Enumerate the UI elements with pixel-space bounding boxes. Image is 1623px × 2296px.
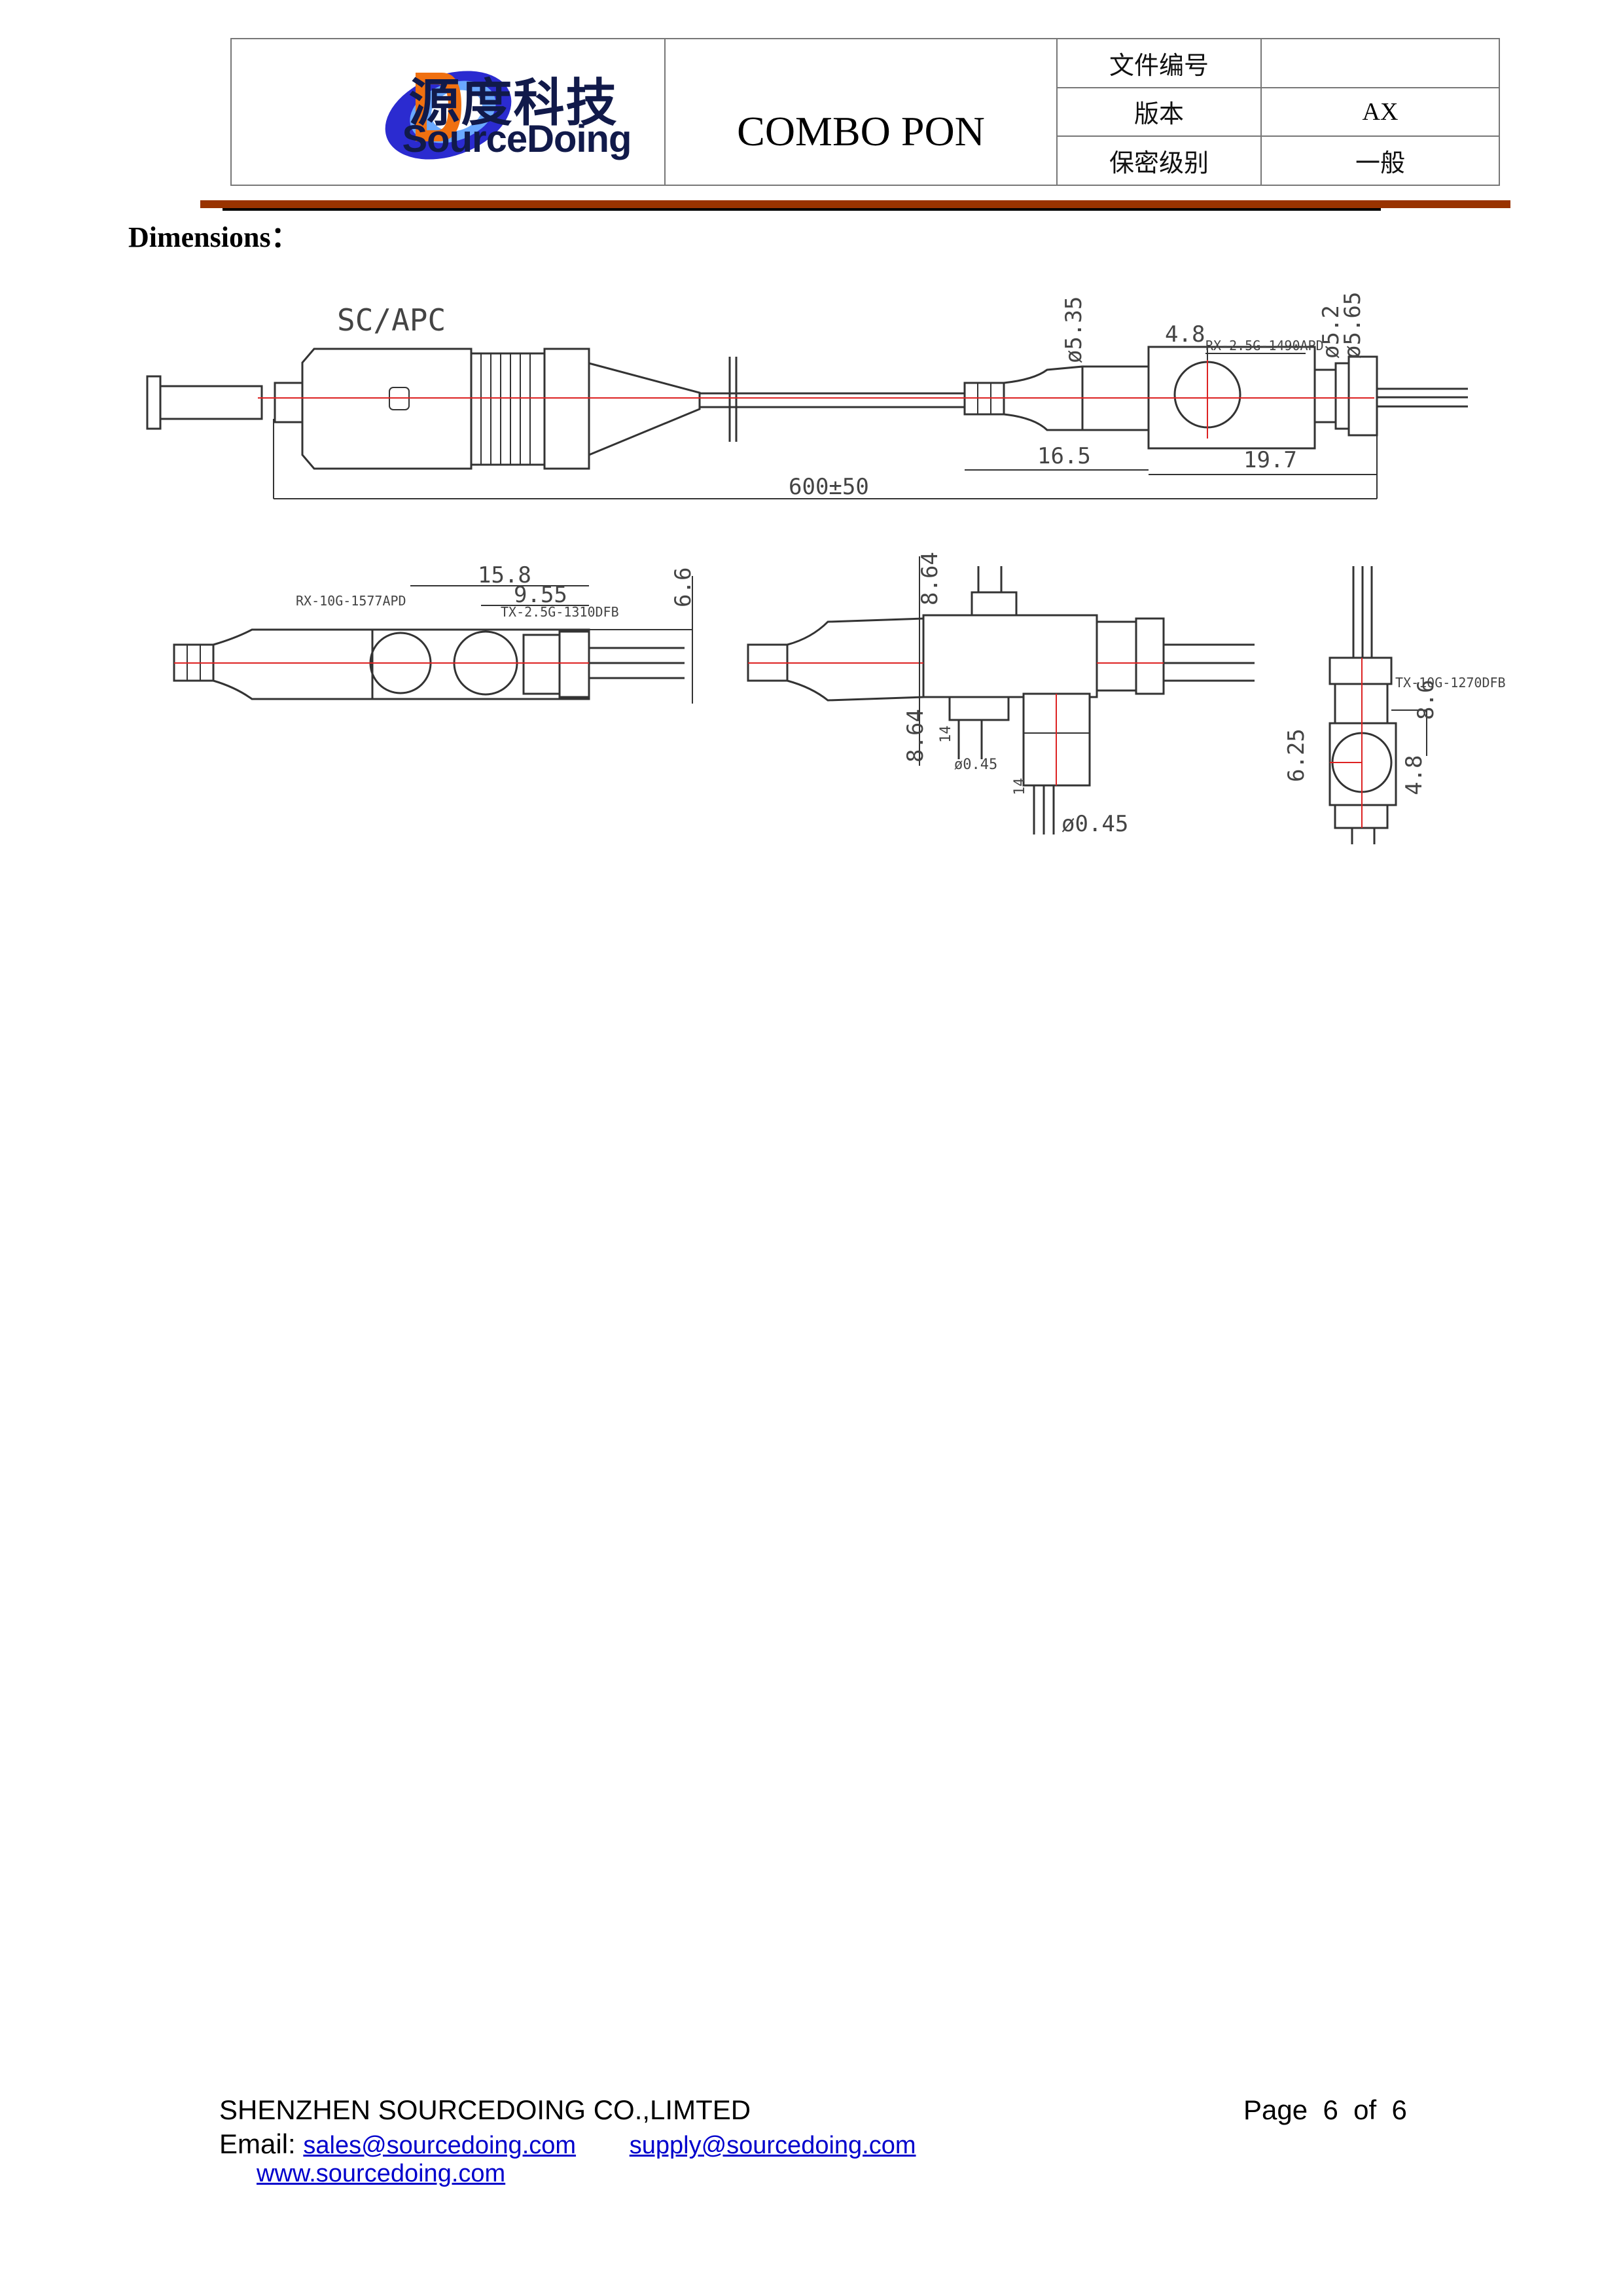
sc-thread [470, 352, 546, 466]
section-title: Dimensions： [128, 221, 300, 253]
current-page: 6 [1323, 2094, 1338, 2125]
drawing-line [1096, 620, 1137, 692]
document-header-table: 源度科技 SourceDoing COMBO PON 文件编号 版本 AX 保密… [230, 38, 1500, 186]
dim-4-8: 4.8 [1401, 755, 1427, 795]
dim-14-b: 14 [1012, 778, 1028, 796]
connector-label: SC/APC [337, 302, 446, 338]
company-logo: 源度科技 SourceDoing [265, 60, 632, 164]
email-supply-link[interactable]: supply@sourcedoing.com [629, 2132, 916, 2159]
flange-ring [1135, 617, 1165, 695]
tx-1270-label: TX-10G-1270DFB [1395, 675, 1506, 691]
ferrule-cap [146, 375, 162, 430]
website-link[interactable]: www.sourcedoing.com [257, 2160, 506, 2187]
total-pages: 6 [1391, 2094, 1407, 2125]
ferrule-tip [274, 382, 306, 423]
footer-website-line: www.sourcedoing.com [257, 2160, 505, 2188]
flange-ring [558, 630, 590, 698]
field-value-doc-number [1260, 38, 1500, 88]
field-label-doc-number: 文件编号 [1056, 38, 1262, 88]
rx-1490-label: RX-2.5G-1490APD [1205, 338, 1324, 353]
dim-total-length: 600±50 [789, 474, 869, 500]
dim-9-55: 9.55 [514, 582, 567, 608]
rx-1577-label: RX-10G-1577APD [296, 593, 406, 609]
dim-d045-b: ø0.45 [1061, 811, 1128, 837]
drawing-line [522, 634, 561, 695]
dim-15-8: 15.8 [478, 562, 531, 588]
dim-8-6: 8.6 [1413, 680, 1439, 720]
dim-8-64-bottom: 8.64 [902, 709, 929, 762]
ferrule-dust-cap [159, 385, 263, 420]
dim-6-6: 6.6 [670, 567, 696, 607]
logo-chinese-text: 源度科技 [408, 74, 618, 133]
field-label-confidentiality: 保密级别 [1056, 135, 1262, 186]
flange-ring [1347, 355, 1378, 437]
drawing-top-assembly: SC/APC ø5.35 4.8 RX-2.5G-1490APD ø5.2 ø5… [146, 292, 1468, 500]
document-title: COMBO PON [664, 38, 1058, 186]
drawing-top-view: 8.64 8.64 14 ø0.45 14 ø0.45 [747, 552, 1255, 837]
thread-lines [480, 353, 531, 465]
footer-email-line: Email: sales@sourcedoing.com supply@sour… [219, 2128, 916, 2160]
dim-d52: ø5.2 [1318, 305, 1344, 359]
sc-rear-body [543, 348, 590, 470]
drawing-line [1313, 368, 1337, 423]
logo-english-text: SourceDoing [402, 118, 632, 160]
triplexer-body [922, 614, 1098, 698]
email-label: Email: [219, 2128, 296, 2159]
field-value-confidentiality: 一般 [1260, 135, 1500, 186]
footer-company: SHENZHEN SOURCEDOING CO.,LIMTED [219, 2094, 751, 2125]
dim-16-5: 16.5 [1037, 443, 1091, 469]
drawing-line [415, 73, 461, 141]
dim-d565: ø5.65 [1340, 292, 1366, 359]
dim-d045-a: ø0.45 [954, 757, 997, 773]
dim-14-a: 14 [938, 726, 954, 744]
field-label-version: 版本 [1056, 86, 1262, 137]
dim-6-25: 6.25 [1283, 728, 1310, 782]
drawing-line [1334, 362, 1350, 430]
page-label: Page [1243, 2094, 1308, 2125]
dimension-drawings: SC/APC ø5.35 4.8 RX-2.5G-1490APD ø5.2 ø5… [146, 292, 1506, 844]
dim-19-7: 19.7 [1243, 447, 1297, 473]
header-divider-black [223, 208, 1381, 211]
dim-d535: ø5.35 [1061, 296, 1087, 363]
email-sales-link[interactable]: sales@sourcedoing.com [303, 2132, 577, 2159]
logo-mark-icon [385, 71, 511, 160]
dim-4-8: 4.8 [1165, 321, 1205, 348]
field-value-version: AX [1260, 86, 1500, 137]
bottom-left-stub [948, 696, 1010, 721]
logo-cell: 源度科技 SourceDoing [230, 38, 666, 186]
dim-8-64-top: 8.64 [917, 552, 943, 605]
pigtail-boot [786, 617, 925, 702]
drawing-side-view: 15.8 9.55 RX-10G-1577APD TX-2.5G-1310DFB… [173, 562, 696, 704]
sc-boot-cone [588, 362, 701, 457]
tx-cap [1329, 656, 1393, 685]
of-label: of [1353, 2094, 1377, 2125]
header-divider-red [200, 200, 1510, 208]
drawing-end-view: TX-10G-1270DFB 8.6 6.25 4.8 [1283, 566, 1506, 844]
sc-connector-body [301, 348, 473, 470]
footer-page-number: Page 6 of 6 [1243, 2094, 1407, 2126]
top-stub [971, 591, 1018, 617]
pigtail-boot [212, 628, 374, 700]
tx-1310-label: TX-2.5G-1310DFB [501, 604, 619, 620]
